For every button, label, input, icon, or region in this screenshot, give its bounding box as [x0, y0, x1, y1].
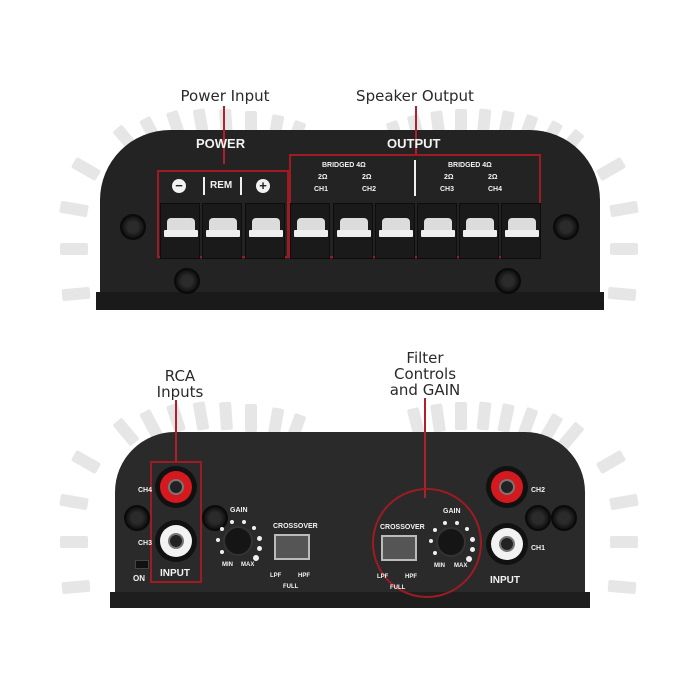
bottom-chassis-base [110, 592, 590, 608]
terminal-remote[interactable] [202, 203, 242, 259]
channel-label: CH2 [362, 186, 377, 193]
crossover-switch-right[interactable] [381, 535, 417, 561]
callout-speaker-output: Speaker Output [356, 87, 474, 105]
callout-filter-line [424, 398, 426, 498]
callout-power-input: Power Input [180, 87, 270, 105]
ch3-label: CH3 [138, 540, 153, 547]
ch2-label: CH2 [531, 487, 546, 494]
rca-jack-ch4[interactable] [155, 466, 197, 508]
gain-min-label: MIN [434, 563, 445, 569]
input-label-right: INPUT [490, 575, 520, 586]
bolt-icon [124, 505, 150, 531]
filter-highlight-circle [372, 488, 482, 598]
bolt-icon [495, 268, 521, 294]
ohm-label: 2Ω [318, 174, 328, 181]
divider [203, 177, 205, 195]
bridged-label: BRIDGED 4Ω [448, 162, 492, 169]
rca-highlight-box [150, 461, 202, 583]
output-group-ch3-ch4: BRIDGED 4Ω 2Ω 2Ω CH3 CH4 [424, 160, 536, 200]
bottom-chassis [115, 432, 585, 607]
crossover-label-right: CROSSOVER [380, 524, 425, 531]
input-label-left: INPUT [160, 568, 190, 579]
full-label: FULL [283, 584, 299, 590]
gain-label-right: GAIN [443, 508, 461, 515]
channel-label: CH4 [488, 186, 503, 193]
callout-rca-line [175, 400, 177, 462]
bolt-icon [120, 214, 146, 240]
rca-jack-ch1[interactable] [486, 523, 528, 565]
power-section-label: POWER [196, 136, 246, 151]
heatsink-fins-bottom [59, 401, 640, 608]
terminal-ch3-positive[interactable] [417, 203, 457, 259]
ch4-label: CH4 [138, 487, 153, 494]
bolt-icon [553, 214, 579, 240]
gain-min-label: MIN [222, 562, 233, 568]
ohm-label: 2Ω [488, 174, 498, 181]
channel-label: CH3 [440, 186, 455, 193]
bolt-icon [174, 268, 200, 294]
gain-knob-right[interactable] [436, 527, 466, 557]
channel-label: CH1 [314, 186, 329, 193]
positive-terminal-icon: + [256, 179, 270, 193]
output-section-label: OUTPUT [387, 136, 441, 151]
ohm-label: 2Ω [362, 174, 372, 181]
rca-jack-ch3[interactable] [155, 520, 197, 562]
divider [414, 160, 416, 196]
terminal-ch1-ch2-common[interactable] [333, 203, 373, 259]
terminal-power-positive[interactable] [245, 203, 285, 259]
top-amplifier-panel: Power Input Speaker Output POWER OUTPUT … [0, 0, 700, 330]
terminal-ch3-ch4-common[interactable] [459, 203, 499, 259]
divider [240, 177, 242, 195]
terminal-power-negative[interactable] [160, 203, 200, 259]
gain-scale-dots [216, 518, 262, 564]
bolt-icon [525, 505, 551, 531]
callout-power-line [223, 106, 225, 164]
gain-scale-dots [429, 519, 475, 565]
bolt-icon [551, 505, 577, 531]
callout-filter-gain: Filter Controls and GAIN [380, 350, 470, 398]
lpf-label: LPF [270, 573, 282, 579]
crossover-switch-left[interactable] [274, 534, 310, 560]
ohm-label: 2Ω [444, 174, 454, 181]
full-label: FULL [390, 585, 406, 591]
gain-max-label: MAX [454, 563, 468, 569]
hpf-label: HPF [405, 574, 417, 580]
hpf-label: HPF [298, 573, 310, 579]
lpf-label: LPF [377, 574, 389, 580]
callout-filter-line2: Controls [393, 365, 457, 383]
rem-label: REM [210, 180, 233, 191]
callout-rca-line1: RCA [164, 367, 196, 385]
negative-terminal-icon: − [172, 179, 186, 193]
bolt-icon [202, 505, 228, 531]
terminal-ch2-negative[interactable] [375, 203, 415, 259]
on-label: ON [133, 574, 145, 583]
callout-rca-line2: Inputs [156, 383, 204, 401]
callout-filter-line3: and GAIN [389, 381, 461, 399]
callout-filter-line1: Filter [406, 349, 444, 367]
terminal-ch1-positive[interactable] [290, 203, 330, 259]
power-led-switch [135, 560, 149, 569]
output-group-ch1-ch2: BRIDGED 4Ω 2Ω 2Ω CH1 CH2 [298, 160, 410, 200]
top-chassis-base [96, 292, 604, 310]
gain-knob-left[interactable] [223, 526, 253, 556]
terminal-ch4-negative[interactable] [501, 203, 541, 259]
gain-max-label: MAX [241, 562, 255, 568]
crossover-label-left: CROSSOVER [273, 523, 318, 530]
callout-speaker-line [415, 106, 417, 154]
ch1-label: CH1 [531, 545, 546, 552]
gain-label-left: GAIN [230, 507, 248, 514]
callout-rca-inputs: RCA Inputs [150, 368, 210, 400]
rca-jack-ch2[interactable] [486, 466, 528, 508]
bridged-label: BRIDGED 4Ω [322, 162, 366, 169]
